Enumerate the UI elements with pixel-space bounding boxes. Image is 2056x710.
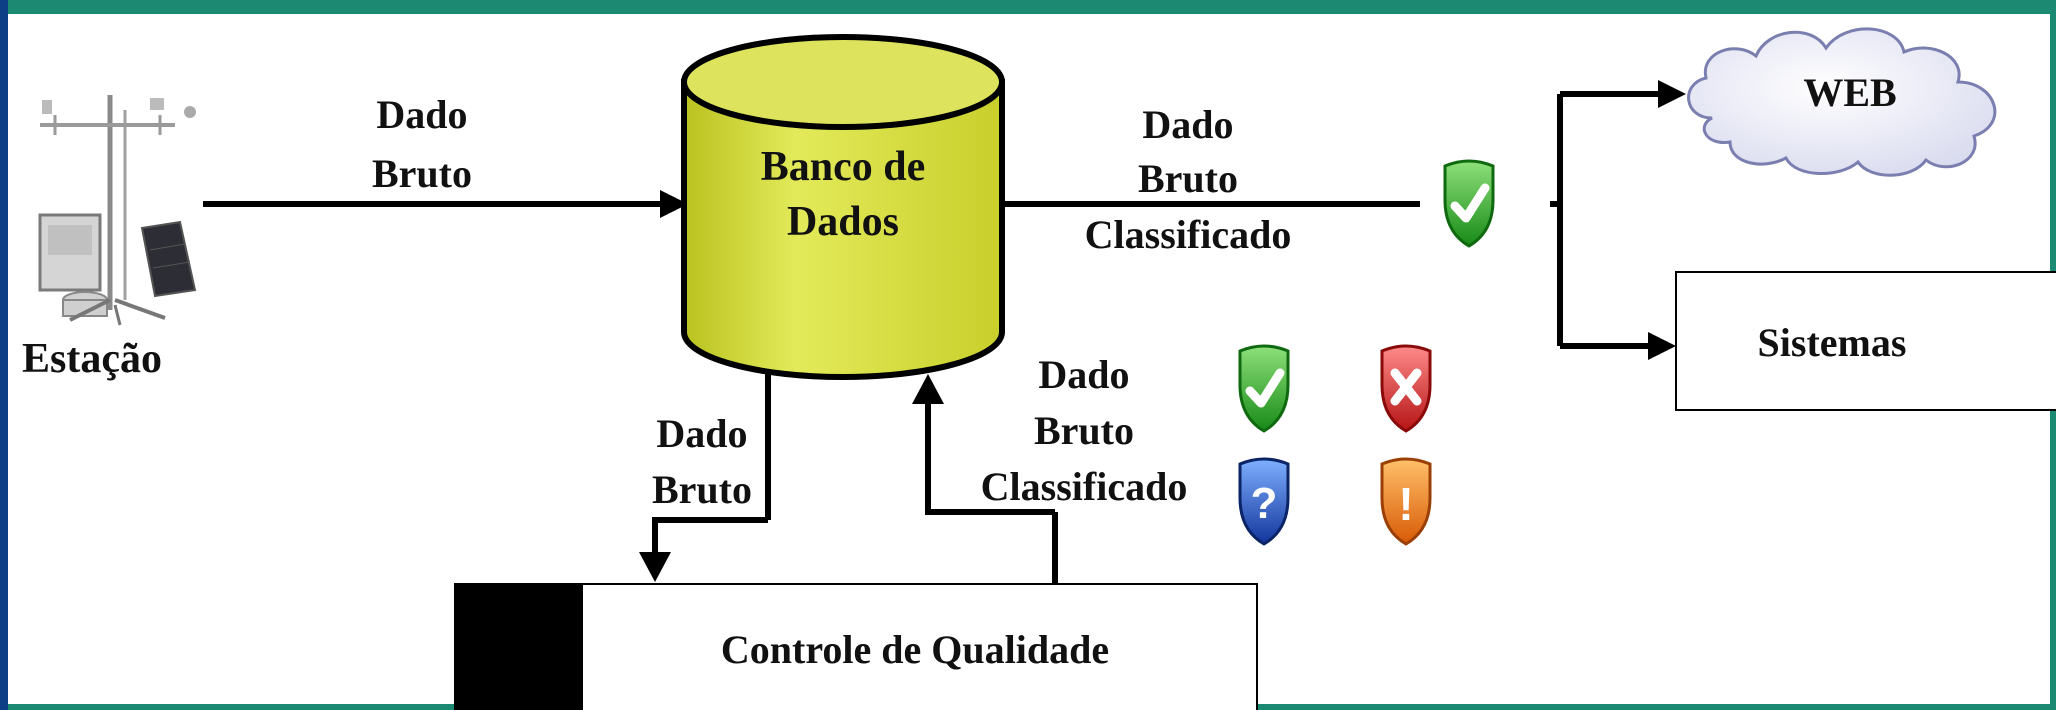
station-to-db-line2: Bruto xyxy=(372,151,472,196)
cloud-icon xyxy=(1687,27,1997,177)
arrowhead-to-systems xyxy=(1648,332,1676,360)
weather-station-icon xyxy=(38,95,197,326)
arrowhead-station-to-db xyxy=(660,190,688,218)
db-to-qc-line1: Dado xyxy=(656,411,747,456)
check-shield-icon xyxy=(1238,344,1290,433)
systems-box xyxy=(1675,271,2056,411)
database-icon xyxy=(681,34,1005,380)
qc-to-db-line2: Bruto xyxy=(1034,408,1134,453)
db-to-outputs-line1: Dado xyxy=(1142,102,1233,147)
check-shield-icon xyxy=(1443,159,1495,248)
arrowhead-db-to-qc xyxy=(639,552,671,582)
database-label-line2: Dados xyxy=(787,199,899,245)
systems-label: Sistemas xyxy=(1758,320,1907,365)
web-label: WEB xyxy=(1803,70,1896,115)
db-to-qc-line2: Bruto xyxy=(652,467,752,512)
frame-left-bar xyxy=(0,0,8,710)
arrowhead-qc-to-db xyxy=(912,374,944,404)
quality-control-label: Controle de Qualidade xyxy=(721,627,1109,672)
quality-control-box xyxy=(454,583,1258,710)
station-to-db-line1: Dado xyxy=(376,92,467,137)
db-to-outputs-line2: Bruto xyxy=(1138,156,1238,201)
frame-top-bar xyxy=(0,0,2056,14)
db-to-outputs-line3: Classificado xyxy=(1085,212,1292,257)
qc-to-db-line1: Dado xyxy=(1038,352,1129,397)
question-shield-icon: ? xyxy=(1238,457,1290,546)
x-shield-icon xyxy=(1380,344,1432,433)
database-label-line1: Banco de xyxy=(761,144,926,190)
qc-to-db-line3: Classificado xyxy=(981,464,1188,509)
exclamation-shield-icon: ! xyxy=(1380,457,1432,546)
quality-control-black-block xyxy=(455,584,583,710)
svg-text:?: ? xyxy=(1251,479,1278,528)
svg-text:!: ! xyxy=(1398,478,1413,530)
arrowhead-to-web xyxy=(1658,80,1686,108)
station-label: Estação xyxy=(22,336,162,382)
